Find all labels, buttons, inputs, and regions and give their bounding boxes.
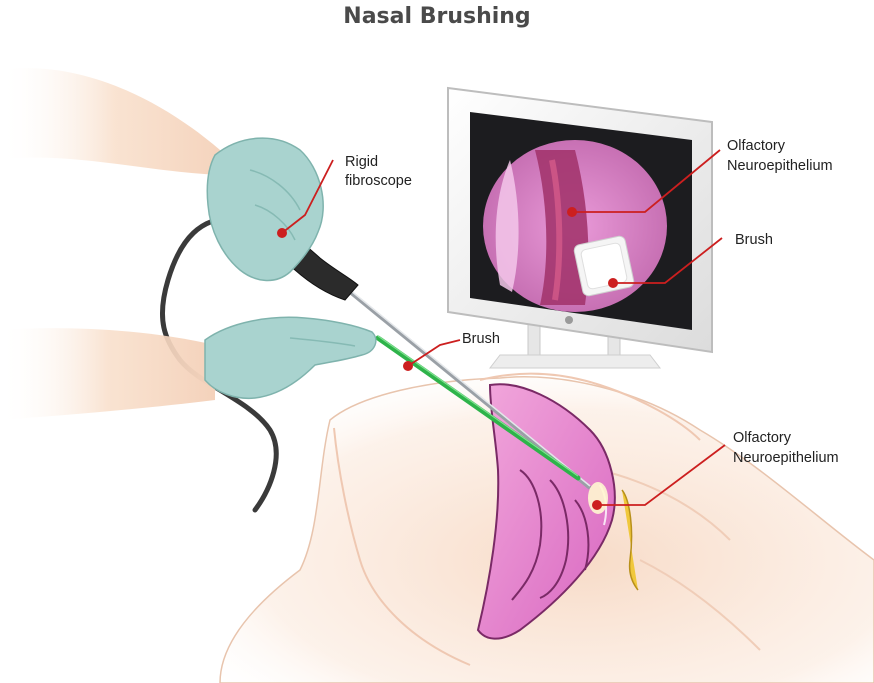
lower-gloved-hand [205, 317, 376, 398]
label-rigid-line1: Rigid [345, 154, 378, 170]
label-brush-main: Brush [462, 331, 500, 347]
upper-forearm [0, 68, 230, 175]
label-rigid-line2: fibroscope [345, 173, 412, 189]
label-monitor-olfactory-line1: Olfactory [727, 138, 786, 154]
label-monitor-brush: Brush [735, 232, 773, 248]
lower-forearm [0, 328, 215, 420]
label-anatomy-olfactory-line2: Neuroepithelium [733, 450, 839, 466]
label-monitor-olfactory-line2: Neuroepithelium [727, 158, 833, 174]
screen-brush-icon [573, 235, 635, 297]
monitor-power-icon [565, 316, 573, 324]
endoscopy-monitor [448, 88, 712, 368]
label-anatomy-olfactory-line1: Olfactory [733, 430, 792, 446]
